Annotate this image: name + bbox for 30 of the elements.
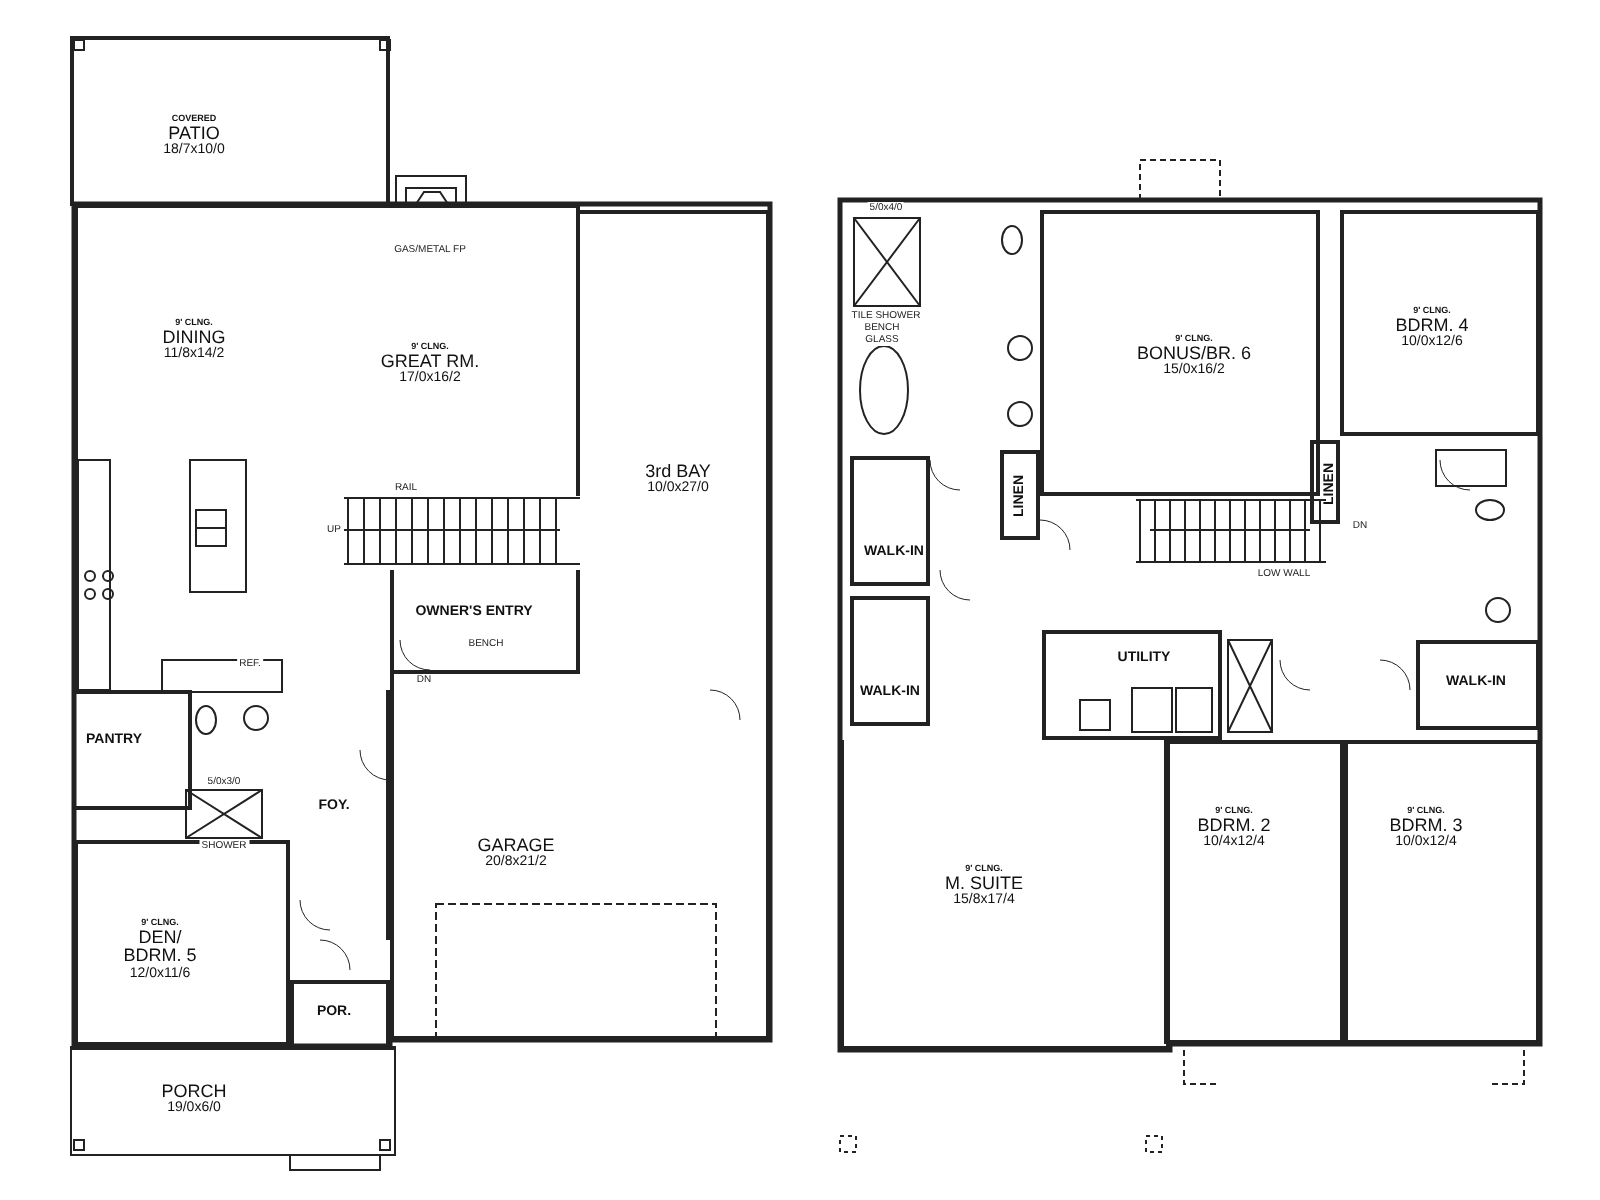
room-area — [1042, 630, 1222, 740]
room-name: BONUS/BR. 6 — [1137, 343, 1251, 362]
room-name: BDRM. 4 — [1395, 315, 1469, 334]
room-area — [70, 1046, 396, 1156]
room-area — [1000, 450, 1040, 540]
room-name: M. SUITE — [945, 873, 1023, 892]
room-name: BDRM. 3 — [1389, 815, 1463, 834]
room-name: GARAGE — [477, 837, 555, 856]
room-area — [1344, 740, 1540, 1044]
room-area — [74, 204, 380, 690]
room-area — [290, 980, 390, 1046]
room-name: BDRM. 2 — [1197, 815, 1271, 834]
room-area — [74, 840, 290, 1046]
room-name: DEN/ BDRM. 5 — [121, 928, 199, 966]
room-area — [1416, 640, 1540, 730]
room-area — [70, 36, 390, 206]
room-area — [390, 670, 770, 1040]
room-area — [1340, 210, 1540, 436]
room-area — [840, 740, 1170, 1050]
room-area — [850, 456, 930, 586]
room-area — [1040, 210, 1320, 496]
room-name: PATIO — [166, 123, 222, 142]
room-name: 3rd BAY — [645, 463, 711, 482]
room-name: GREAT RM. — [380, 351, 480, 370]
room-area — [76, 690, 192, 810]
room-name: DINING — [162, 327, 226, 346]
room-area — [850, 596, 930, 726]
room-area — [1164, 740, 1344, 1044]
room-area — [1310, 440, 1340, 524]
room-name: PORCH — [161, 1083, 227, 1102]
